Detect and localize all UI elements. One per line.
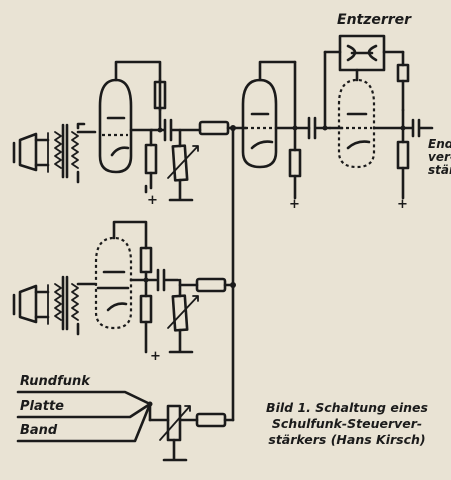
resistor-plate-2 bbox=[288, 126, 302, 200]
caption-line-2: Schulfunk-Steuerver- bbox=[271, 416, 423, 431]
output-cap bbox=[401, 118, 434, 138]
series-resistor-1 bbox=[198, 120, 235, 136]
volume-pot-4 bbox=[167, 278, 199, 354]
equalizer-box bbox=[323, 34, 410, 130]
input-transformer-2 bbox=[47, 275, 97, 336]
plus-sign: + bbox=[150, 349, 161, 364]
resistor-grid-leak-4 bbox=[139, 278, 153, 354]
tube-2 bbox=[231, 60, 311, 169]
output-label: End- ver- stärk bbox=[428, 138, 451, 177]
series-resistor-4 bbox=[178, 277, 235, 293]
microphone-1 bbox=[12, 132, 50, 172]
equalizer-label: Entzerrer bbox=[337, 12, 412, 28]
series-resistor-master bbox=[178, 412, 235, 428]
plus-sign: + bbox=[289, 197, 300, 212]
volume-pot-1 bbox=[167, 128, 199, 202]
coupling-cap-4 bbox=[156, 268, 180, 292]
tube-1 bbox=[98, 60, 162, 174]
output-label-line-1: End- bbox=[428, 137, 451, 151]
figure-caption: Bild 1. Schaltung eines Schulfunk-Steuer… bbox=[244, 400, 450, 448]
source-label-record: Platte bbox=[20, 399, 65, 414]
resistor-grid-leak-1 bbox=[144, 128, 158, 194]
source-switch bbox=[16, 390, 153, 443]
plus-sign: + bbox=[397, 197, 408, 212]
source-label-radio: Rundfunk bbox=[20, 374, 90, 389]
output-resistor bbox=[396, 126, 410, 200]
tube-3 bbox=[328, 68, 405, 169]
plus-sign: + bbox=[147, 193, 158, 208]
coupling-cap-1 bbox=[150, 118, 202, 142]
output-label-line-2: ver- bbox=[428, 150, 451, 164]
master-volume-pot bbox=[148, 404, 191, 462]
source-label-tape: Band bbox=[20, 423, 58, 438]
resistor-plate-4 bbox=[139, 246, 153, 282]
input-transformer-1 bbox=[47, 122, 97, 184]
output-label-line-3: stärk bbox=[428, 163, 451, 177]
caption-line-1: Bild 1. Schaltung eines bbox=[266, 400, 428, 415]
caption-line-3: stärkers (Hans Kirsch) bbox=[268, 432, 426, 447]
microphone-2 bbox=[12, 284, 50, 324]
